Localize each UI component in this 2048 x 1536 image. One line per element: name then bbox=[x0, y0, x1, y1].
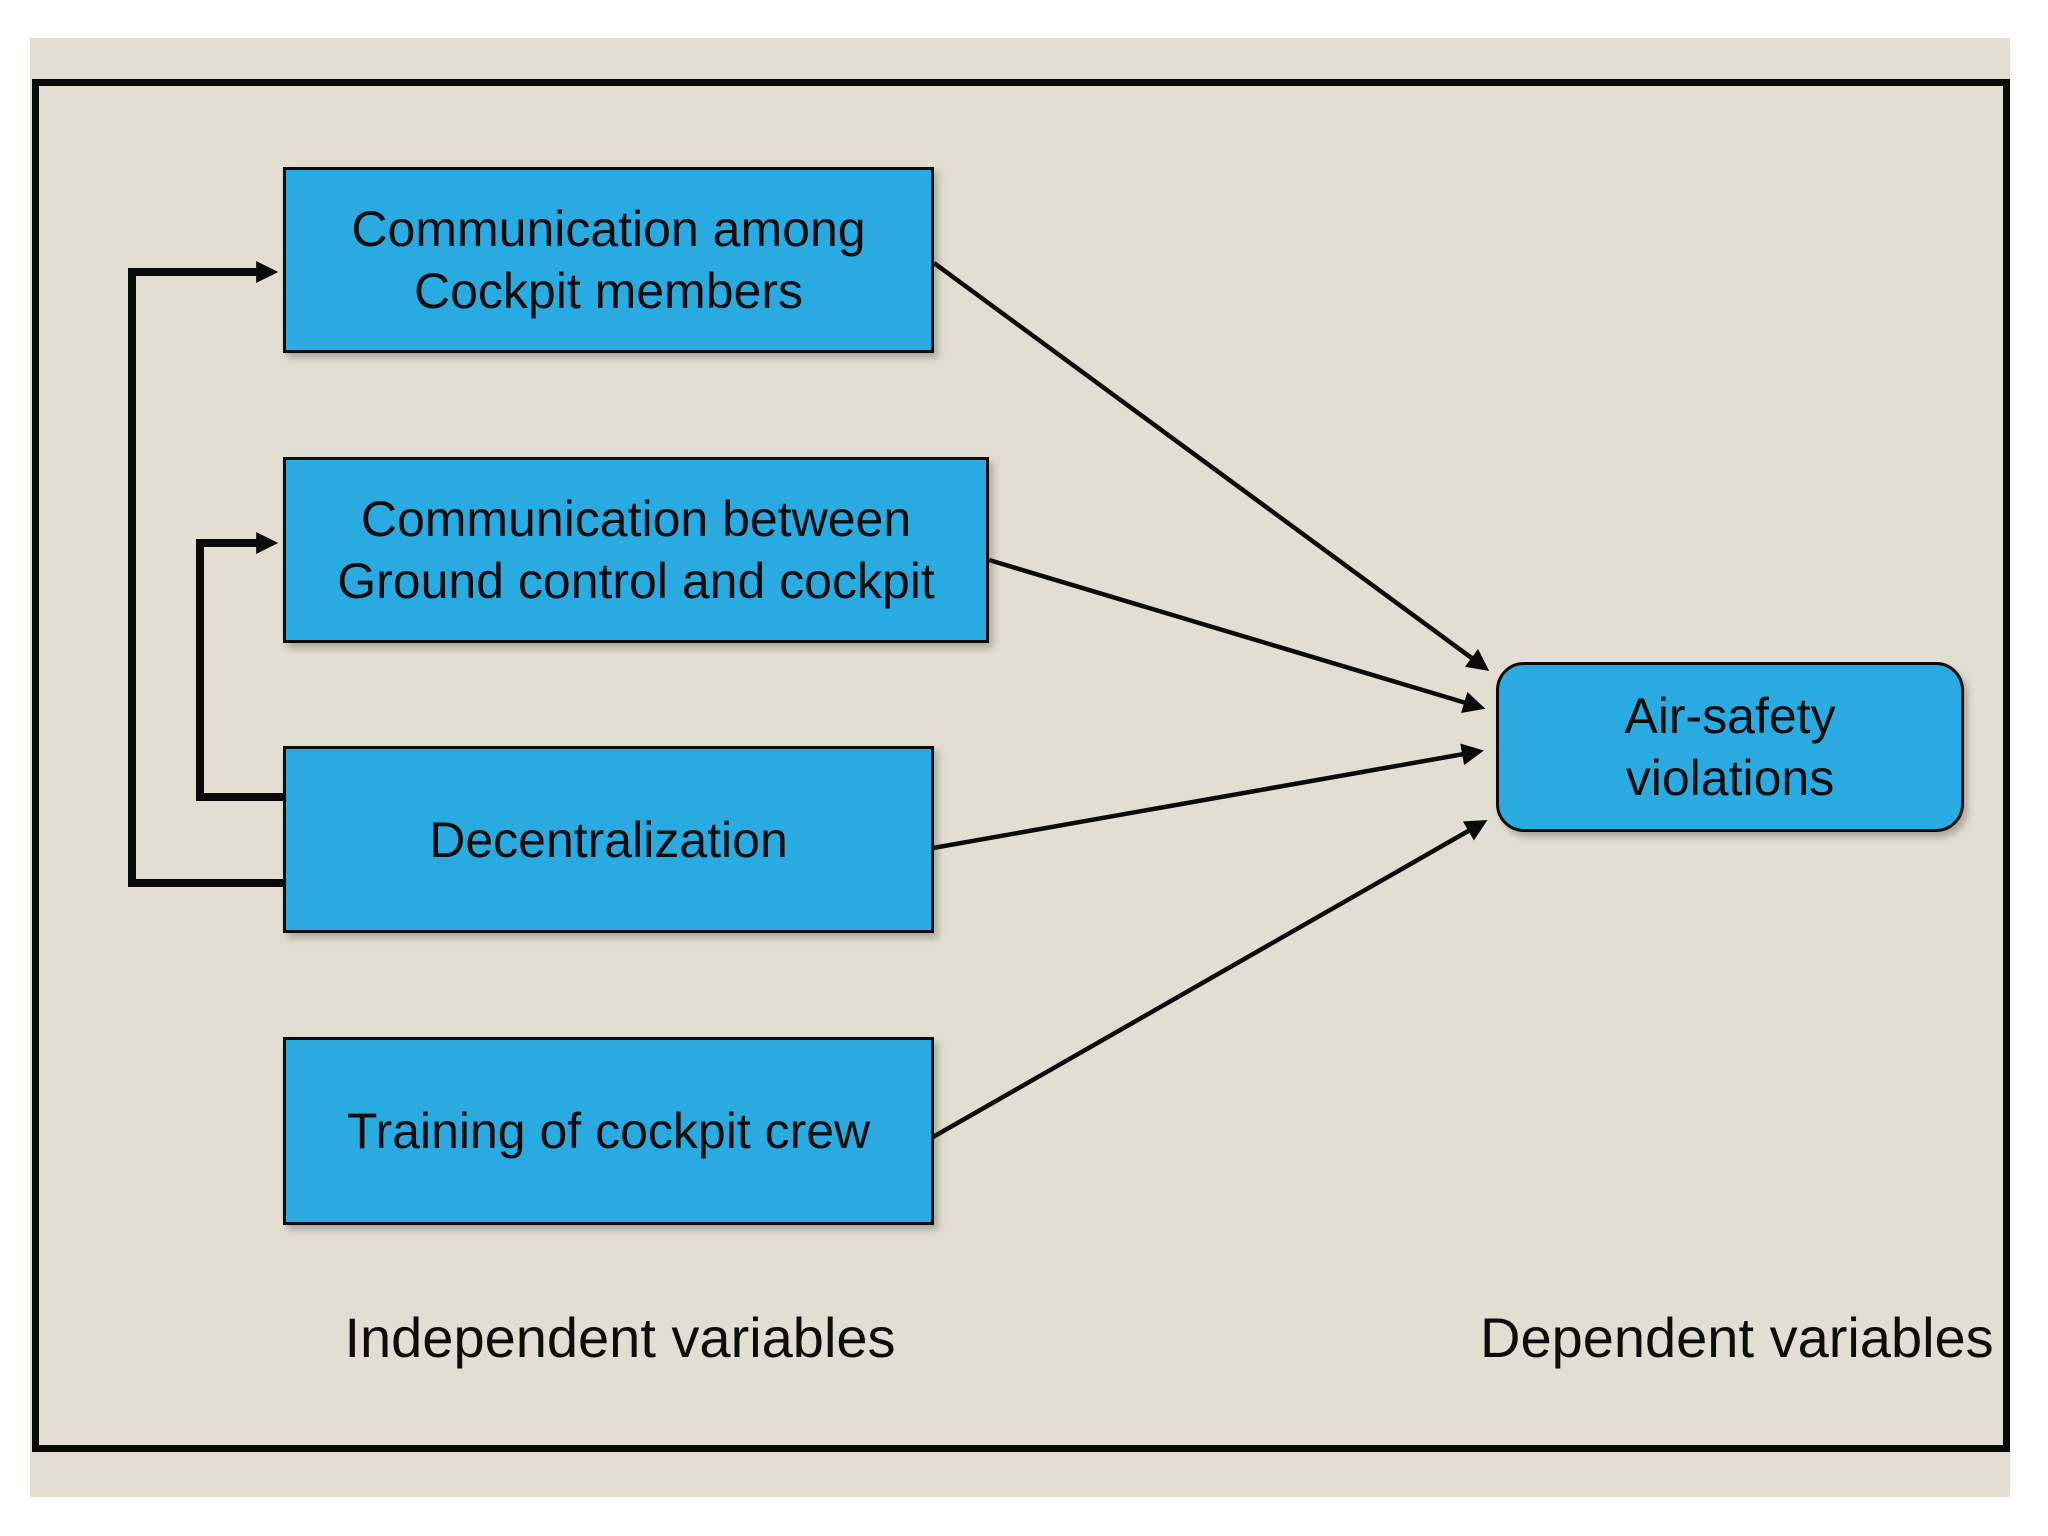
arrow-decentralization-to-air-safety bbox=[932, 743, 1484, 851]
arrow-cockpit-communication-to-air-safety bbox=[932, 261, 1490, 671]
box-communication-ground-control-cockpit-label: Communication between Ground control and… bbox=[337, 491, 935, 609]
box-air-safety-violations-label: Air-safety violations bbox=[1624, 688, 1836, 806]
box-air-safety-violations: Air-safety violations bbox=[1496, 662, 1964, 832]
label-dependent-variables: Dependent variables bbox=[1480, 1306, 1994, 1369]
outer-frame-border bbox=[32, 79, 2010, 1452]
connector-decentralization-to-ground-communication bbox=[196, 532, 283, 801]
arrow-training-to-air-safety bbox=[931, 819, 1488, 1139]
box-communication-among-cockpit-members: Communication among Cockpit members bbox=[283, 167, 934, 353]
box-decentralization: Decentralization bbox=[283, 746, 934, 933]
box-communication-ground-control-cockpit: Communication between Ground control and… bbox=[283, 457, 989, 643]
box-training-cockpit-crew: Training of cockpit crew bbox=[283, 1037, 934, 1225]
connector-decentralization-to-cockpit-communication bbox=[128, 261, 283, 887]
label-independent-variables: Independent variables bbox=[344, 1306, 896, 1369]
box-training-cockpit-crew-label: Training of cockpit crew bbox=[346, 1103, 871, 1159]
arrow-ground-communication-to-air-safety bbox=[988, 557, 1486, 714]
box-decentralization-label: Decentralization bbox=[429, 811, 788, 868]
box-communication-among-cockpit-members-label: Communication among Cockpit members bbox=[351, 201, 866, 319]
